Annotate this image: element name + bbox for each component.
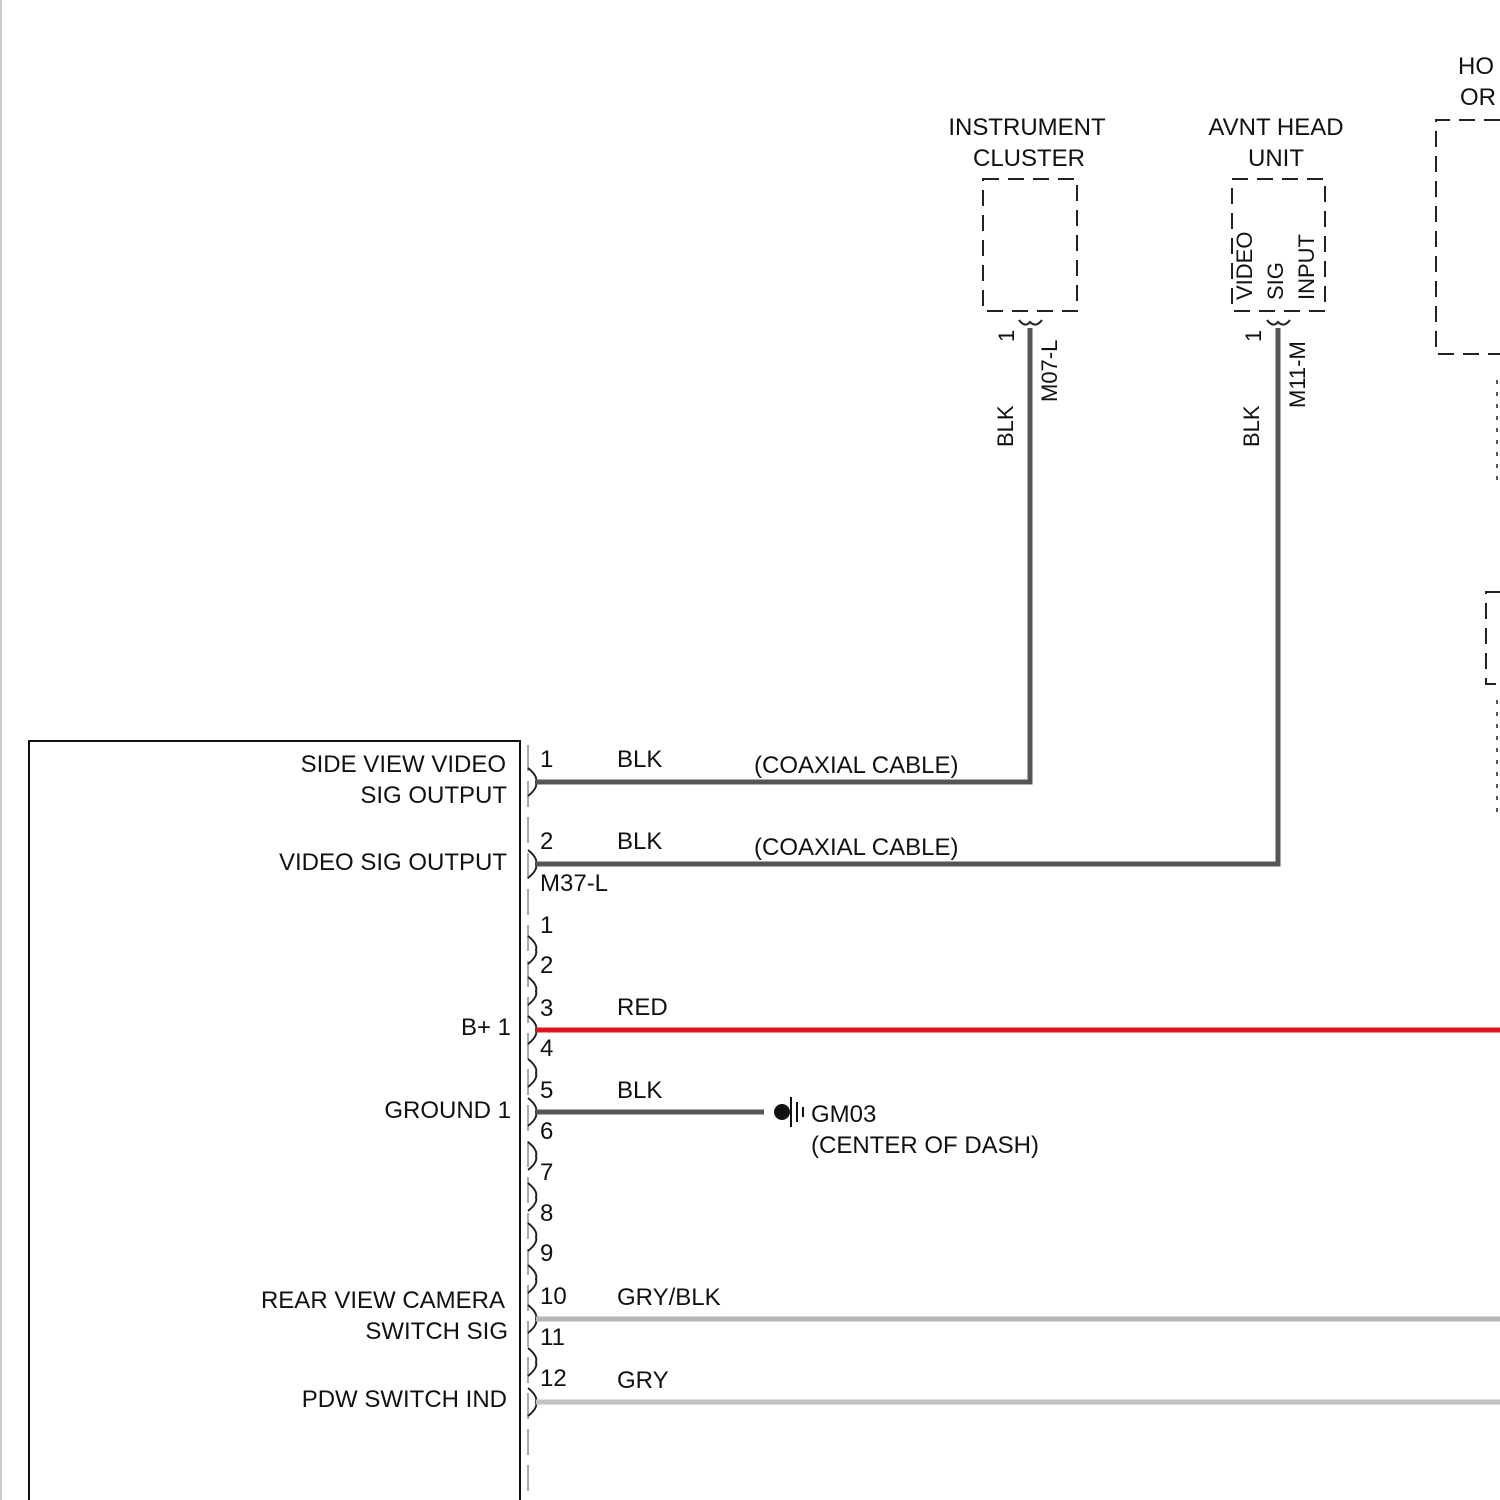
pin-b-11: 11 xyxy=(540,1324,565,1351)
wire-color-rear-camera: GRY/BLK xyxy=(617,1284,721,1311)
avnt-internal-label-video: VIDEO xyxy=(1232,232,1257,300)
avnt-internal-label-sig: SIG xyxy=(1263,262,1288,300)
ground-symbol xyxy=(774,1097,803,1127)
terminal-brackets xyxy=(528,768,536,1416)
terminal-a-1 xyxy=(528,768,536,796)
label-rear-view-camera-2: SWITCH SIG xyxy=(365,1318,508,1345)
avnt-head-unit-wire-color: BLK xyxy=(1239,405,1264,447)
pin-b-5: 5 xyxy=(540,1077,553,1104)
label-pdw-switch-ind: PDW SWITCH IND xyxy=(302,1386,507,1413)
terminal-b-4 xyxy=(528,1059,536,1087)
terminal-b-11 xyxy=(528,1348,536,1376)
partial-component-title-2: OR xyxy=(1460,84,1496,111)
partial-component-title-1: HO xyxy=(1458,53,1494,80)
wire-note-video-sig: (COAXIAL CABLE) xyxy=(754,834,959,861)
terminal-b-12 xyxy=(528,1388,536,1416)
wire-color-ground: BLK xyxy=(617,1077,662,1104)
partial-component-box-2 xyxy=(1486,592,1500,684)
pin-b-12: 12 xyxy=(540,1365,567,1392)
wire-side-view-video xyxy=(536,328,1030,782)
avnt-head-unit-title-1: AVNT HEAD xyxy=(1208,114,1343,141)
instrument-cluster-connector: M07-L xyxy=(1037,340,1062,402)
terminal-b-6 xyxy=(528,1142,536,1170)
partial-component-box xyxy=(1436,120,1500,354)
partial-component-right: HO OR xyxy=(1436,53,1500,684)
label-rear-view-camera-1: REAR VIEW CAMERA xyxy=(261,1287,505,1314)
pin-a-2: 2 xyxy=(540,828,553,855)
instrument-cluster-pin: 1 xyxy=(994,330,1019,342)
pin-b-8: 8 xyxy=(540,1200,553,1227)
instrument-cluster-wire-color: BLK xyxy=(993,405,1018,447)
ground-splice-dot xyxy=(774,1104,790,1120)
pin-b-2: 2 xyxy=(540,952,553,979)
terminal-b-8 xyxy=(528,1223,536,1251)
label-side-view-video-2: SIG OUTPUT xyxy=(360,782,507,809)
pin-b-7: 7 xyxy=(540,1159,553,1186)
wire-note-side-view: (COAXIAL CABLE) xyxy=(754,752,959,779)
avnt-internal-label-input: INPUT xyxy=(1294,234,1319,300)
wire-color-side-view: BLK xyxy=(617,746,662,773)
instrument-cluster-title-2: CLUSTER xyxy=(973,145,1085,172)
terminal-b-7 xyxy=(528,1183,536,1211)
ground-point-id: GM03 xyxy=(811,1101,876,1128)
terminal-b-10 xyxy=(528,1305,536,1333)
wire-color-bplus: RED xyxy=(617,994,668,1021)
terminal-b-5 xyxy=(528,1098,536,1126)
pin-b-3: 3 xyxy=(540,995,553,1022)
instrument-cluster-title-1: INSTRUMENT xyxy=(948,114,1106,141)
terminal-a-2 xyxy=(528,850,536,878)
avnt-head-unit-connector: M11-M xyxy=(1285,341,1310,408)
instrument-cluster-terminal xyxy=(1019,320,1042,325)
pin-a-1: 1 xyxy=(540,746,553,773)
pin-b-9: 9 xyxy=(540,1240,553,1267)
terminal-b-3 xyxy=(528,1016,536,1044)
avnt-head-unit-pin: 1 xyxy=(1241,330,1266,342)
pin-b-6: 6 xyxy=(540,1118,553,1145)
label-bplus: B+ 1 xyxy=(461,1014,511,1041)
wire-color-video-sig: BLK xyxy=(617,828,662,855)
ground-point-location: (CENTER OF DASH) xyxy=(811,1132,1039,1159)
pin-b-4: 4 xyxy=(540,1035,553,1062)
pin-b-1: 1 xyxy=(540,912,553,939)
wire-color-pdw: GRY xyxy=(617,1367,669,1394)
avnt-head-unit-title-2: UNIT xyxy=(1248,145,1304,172)
avnt-head-unit-terminal xyxy=(1267,320,1290,325)
instrument-cluster-box xyxy=(983,179,1077,311)
label-side-view-video-1: SIDE VIEW VIDEO xyxy=(301,751,506,778)
connector-a-id: M37-L xyxy=(540,870,608,897)
terminal-b-9 xyxy=(528,1265,536,1293)
label-ground: GROUND 1 xyxy=(384,1097,511,1124)
label-video-sig-output: VIDEO SIG OUTPUT xyxy=(279,849,507,876)
instrument-cluster: INSTRUMENT CLUSTER 1 M07-L BLK xyxy=(948,114,1106,447)
pin-b-10: 10 xyxy=(540,1283,567,1310)
terminal-b-2 xyxy=(528,977,536,1005)
terminal-b-1 xyxy=(528,936,536,964)
